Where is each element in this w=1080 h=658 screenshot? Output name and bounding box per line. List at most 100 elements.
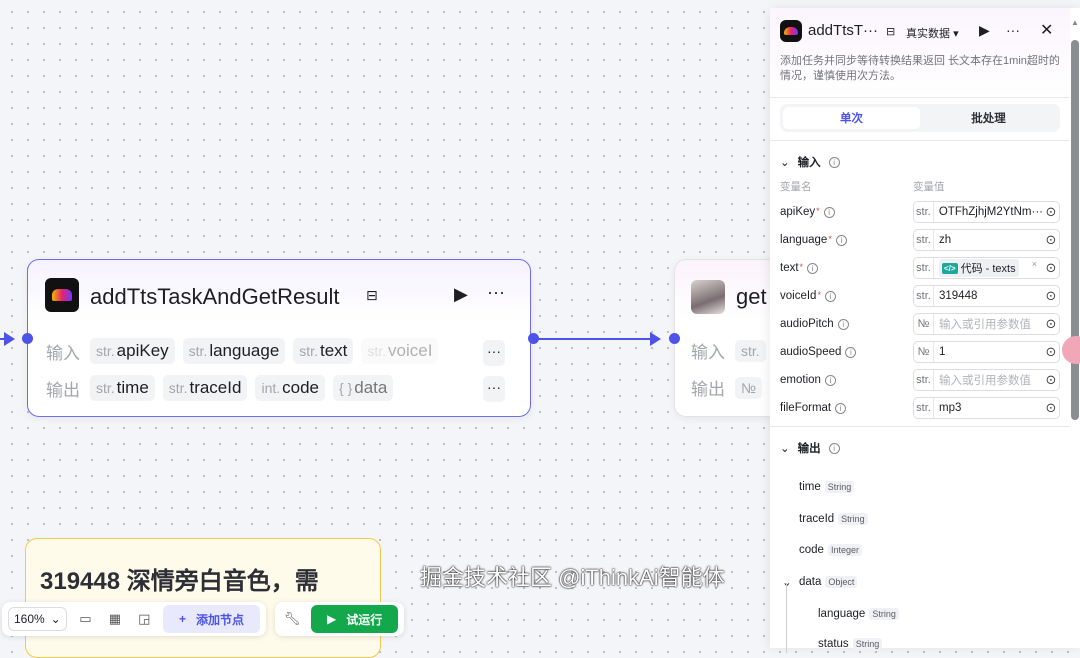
chevron-down-icon: ⌄ — [780, 443, 790, 455]
input-label: 输入 — [691, 343, 725, 362]
section-title: 输入 — [797, 157, 821, 169]
param-type: № — [914, 314, 934, 334]
remove-reference-icon[interactable]: × — [1031, 259, 1037, 269]
param-name-label: audioPitch — [780, 318, 834, 330]
param-input[interactable]: str.输入或引用参数值⊙ — [913, 369, 1060, 391]
zoom-select[interactable]: 160%⌄ — [8, 607, 67, 631]
param-row: text*i str.</>代码 - texts×⊙ — [780, 257, 1060, 279]
required-mark: * — [799, 262, 804, 272]
reference-target-icon[interactable]: ⊙ — [1045, 260, 1057, 275]
param-input[interactable]: str.mp3⊙ — [913, 397, 1060, 419]
tab-batch[interactable]: 批处理 — [971, 113, 1006, 125]
reference-chip[interactable]: </>代码 - texts — [939, 259, 1019, 277]
chip-type: { } — [339, 380, 353, 396]
chip-name: code — [282, 378, 320, 397]
info-icon: i — [837, 318, 849, 330]
param-input[interactable]: str.319448⊙ — [913, 285, 1060, 307]
param-name-label: audioSpeed — [780, 346, 842, 358]
data-mode-select[interactable]: 真实数据 ▾ — [906, 25, 959, 41]
node-addTtsTaskAndGetResult[interactable]: addTtsTaskAndGetResult ⊟ ▶ ··· 输入 str.ap… — [22, 259, 539, 417]
output-port[interactable] — [528, 333, 539, 344]
param-name: language*i — [780, 234, 913, 246]
test-run-button[interactable]: ▶试运行 — [311, 605, 399, 633]
floating-assistant-button[interactable] — [1062, 336, 1080, 364]
note-card[interactable]: 319448 深情旁白音色，需 — [25, 538, 381, 658]
chip-type: № — [741, 379, 757, 396]
output-chip: { }data — [333, 375, 394, 401]
required-mark: * — [817, 290, 821, 300]
run-icon[interactable]: ▶ — [979, 22, 990, 38]
reference-target-icon[interactable]: ⊙ — [1045, 344, 1057, 359]
reference-target-icon[interactable]: ⊙ — [1045, 400, 1057, 415]
comment-icon[interactable]: ▭ — [79, 611, 92, 626]
reference-target-icon[interactable]: ⊙ — [1045, 316, 1057, 331]
play-icon: ▶ — [327, 612, 337, 626]
info-icon: i — [835, 402, 847, 414]
more-icon[interactable]: ··· — [487, 282, 505, 302]
edge-node1-node2 — [534, 338, 654, 340]
output-type-tag: String — [838, 513, 868, 525]
input-port[interactable] — [22, 333, 33, 344]
panel-scrollbar[interactable] — [1071, 40, 1079, 420]
param-name-label: fileFormat — [780, 402, 832, 414]
info-icon: i — [823, 206, 835, 218]
chip-name: time — [116, 378, 149, 397]
chip-name: voiceI — [388, 341, 433, 360]
input-chip: str.voiceI — [361, 338, 439, 364]
scroll-up-icon[interactable]: ▲ — [1071, 18, 1079, 27]
more-inputs-button[interactable]: ··· — [483, 340, 505, 366]
param-input[interactable]: str.zh⊙ — [913, 229, 1060, 251]
input-port[interactable] — [669, 333, 680, 344]
output-type-tag: Integer — [827, 544, 862, 556]
edge-arrow — [650, 332, 661, 346]
note-text: 319448 深情旁白音色，需 — [40, 568, 319, 595]
node-inputs: 输入 str. — [691, 338, 766, 363]
plugin-logo — [45, 278, 79, 312]
param-name: voiceId*i — [780, 290, 913, 302]
output-name: code — [799, 544, 824, 556]
reference-target-icon[interactable]: ⊙ — [1045, 288, 1057, 303]
more-icon[interactable]: ··· — [1006, 22, 1020, 38]
chip-type: str. — [96, 380, 115, 396]
param-name-label: language — [780, 234, 828, 246]
output-chip: № — [735, 376, 763, 399]
tree-line — [786, 583, 787, 653]
info-icon: i — [828, 156, 840, 168]
reference-label: 代码 - texts — [960, 263, 1016, 275]
input-label: 输入 — [46, 343, 80, 363]
node-title: get — [736, 284, 767, 309]
required-mark: * — [816, 206, 820, 216]
close-icon[interactable]: ✕ — [1040, 22, 1054, 39]
reference-target-icon[interactable]: ⊙ — [1045, 232, 1057, 247]
tab-single[interactable]: 单次 — [783, 107, 920, 129]
reference-target-icon[interactable]: ⊙ — [1045, 372, 1057, 387]
run-node-icon[interactable]: ▶ — [454, 284, 468, 304]
run-toolbar: 🔧︎ ▶试运行 — [275, 602, 405, 636]
param-input[interactable]: str.</>代码 - texts×⊙ — [913, 257, 1060, 279]
info-icon: i — [828, 442, 840, 454]
reference-target-icon[interactable]: ⊙ — [1045, 204, 1057, 219]
param-name-label: apiKey — [780, 206, 816, 218]
mode-tabs: 单次 批处理 — [780, 104, 1060, 132]
column-header-value: 变量值 — [913, 181, 945, 193]
layout-icon[interactable]: ▦ — [108, 611, 121, 626]
param-input[interactable]: str.OTFhZjhjM2YtNm···⊙ — [912, 201, 1060, 223]
input-chip: str. — [735, 339, 766, 362]
output-name: traceId — [799, 513, 835, 525]
info-icon: i — [845, 346, 857, 358]
add-node-button[interactable]: +添加节点 — [162, 605, 261, 633]
wrench-icon[interactable]: 🔧︎ — [283, 611, 301, 626]
minimap-icon[interactable]: ◲ — [138, 611, 151, 626]
param-value: mp3 — [939, 402, 962, 414]
chip-type: str. — [741, 342, 760, 359]
more-outputs-button[interactable]: ··· — [483, 376, 505, 402]
